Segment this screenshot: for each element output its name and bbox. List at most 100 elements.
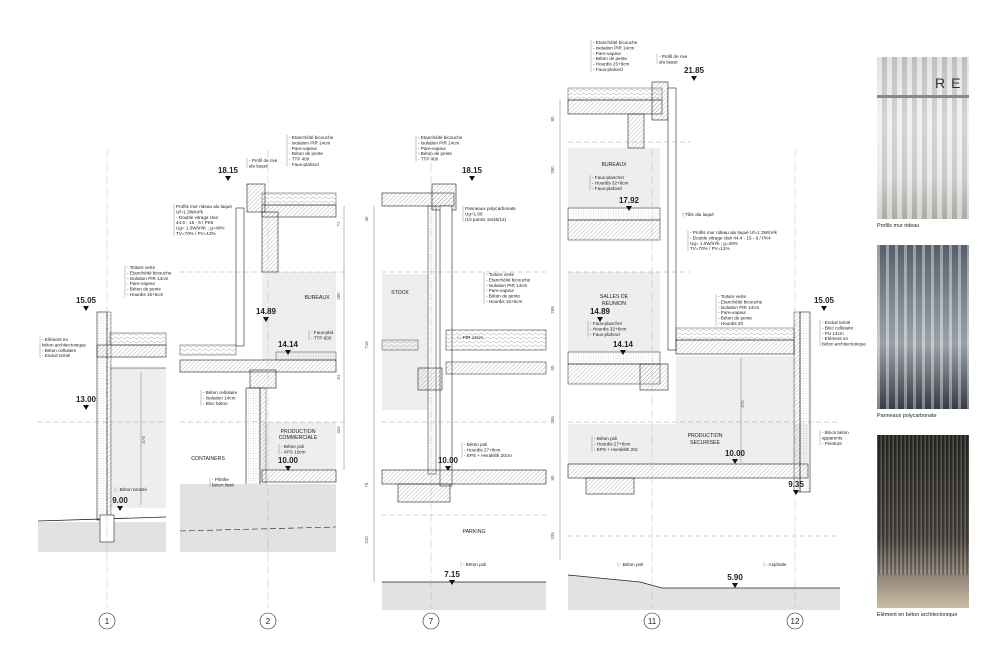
dimension-d80b: 80: [550, 475, 555, 480]
s2-column-lower: [245, 387, 261, 494]
s2-mid-floor-top: [275, 351, 337, 361]
axis-label: 1: [105, 617, 110, 626]
annotation-line: - Etanchéité bicouche: [718, 299, 763, 304]
annotation-a-s11-fp: - Faux-plancher- Hourdis 32+8cm- Faux-pl…: [592, 175, 629, 191]
axis-circle-icon: [422, 612, 440, 630]
curtain-wall-stripes: [877, 57, 969, 219]
room-label-bureaux-11: BUREAUX: [601, 162, 627, 168]
axis-label: 2: [266, 617, 271, 626]
annotation-a-s11-poli: - Béton poli: [620, 562, 643, 567]
s12-room-fill: [676, 356, 794, 424]
annotation-line: - Faux-plancher: [592, 175, 625, 180]
axis-marker-12: 12: [786, 612, 804, 630]
annotation-a-s1-roof: - Toiture verte- Etanchéité bicouche- Is…: [127, 265, 172, 297]
s1-wall-inner: [106, 311, 112, 521]
annotation-a-s7-sol: - Béton poli- Hourdis 27+8cm- EPS + Hera…: [464, 442, 512, 458]
annotation-line: - Faux-plafond: [592, 186, 622, 191]
annotation-line: 44.6 - 15 - 6 / PK6: [176, 220, 214, 225]
annotation-line: - Blocs béton: [822, 430, 849, 435]
annotation-line: - Etanchéité bicouche: [593, 40, 638, 45]
annotation-line: Panneaux polycarbonate: [465, 206, 516, 211]
dimension-d280b: 280: [550, 166, 555, 174]
annotation-line: - Double vitrage clair: [176, 215, 219, 220]
annotation-line: alu laqué: [659, 59, 678, 64]
s11-reunion-fill: [568, 272, 660, 352]
annotation-a-s7-pir: - PIR 14cm: [460, 335, 483, 340]
elevation-triangle-icon: [449, 580, 455, 585]
elevation-e590: 5.90: [727, 573, 743, 588]
elevation-triangle-icon: [732, 583, 738, 588]
annotation-line: - Béton poli: [464, 442, 487, 447]
annotation-line: - Hourdis 32+8cm: [590, 326, 627, 331]
elevation-label: 15.05: [76, 296, 97, 305]
elevation-triangle-icon: [83, 306, 89, 311]
annotation-line: - Plinthe: [212, 477, 229, 482]
annotation-line: - Toiture verte: [486, 272, 514, 277]
annotation-line: - Béton poli: [594, 436, 617, 441]
s11-ramp-line: [567, 574, 840, 589]
elevation-label: 14.89: [256, 307, 277, 316]
elevation-label: 14.89: [590, 307, 611, 316]
annotation-line: - Béton de pente: [593, 56, 627, 61]
elevation-triangle-icon: [117, 506, 123, 511]
s2-parapet: [246, 183, 266, 213]
s2-ground-line: [179, 526, 337, 532]
annotation-a-s7-roof: - Etanchéité bicouche- Isolation PIR 14c…: [418, 135, 463, 162]
s2-bureaux-fill: [262, 272, 336, 360]
annotation-line: - Faux-plaf.: [311, 330, 334, 335]
dimension-d718: 718: [364, 341, 369, 349]
annotation-line: - Isolation 14cm: [203, 395, 236, 400]
elevation-e1000b: 10.00: [438, 456, 459, 471]
s2-beam: [249, 369, 277, 389]
annotation-line: - Faux-plafond: [590, 332, 620, 337]
s2-roof-insulation: [261, 192, 337, 206]
elevation-label: 18.15: [218, 166, 239, 175]
annotation-line: - Hourdis 32+8cm: [592, 180, 629, 185]
annotation-line: - EPS + Heraklith 20c: [594, 447, 639, 452]
annotation-line: - Isolation PIR 14cm: [289, 140, 331, 145]
elevation-e1000c: 10.00: [725, 449, 746, 464]
annotation-line: - Hourdis 20: [718, 321, 743, 326]
annotation-line: Uf=1.3W/m²k: [176, 209, 204, 214]
elevation-triangle-icon: [597, 317, 603, 322]
s11-floor-slab: [567, 463, 809, 479]
annotation-a-s11-fp2: - Faux-plancher- Hourdis 32+8cm- Faux-pl…: [590, 321, 627, 337]
annotation-line: - Peinture: [822, 441, 842, 446]
section-7: [373, 183, 547, 610]
annotation-a-s12-asph: - Asphalte: [766, 562, 787, 567]
annotation-line: béton architectonique: [822, 342, 866, 347]
annotation-line: - Hourdis 25+8cm: [593, 62, 630, 67]
caption-curtain-wall: Profils mur rideau: [877, 223, 920, 229]
annotation-line: - Hourdis 15+5cm: [486, 299, 523, 304]
annotation-line: - Isolation PIR 14cm: [486, 283, 528, 288]
annotation-line: - Faux-plafond: [289, 162, 319, 167]
section-2: [179, 183, 345, 552]
annotation-line: - Etanchéité bicouche: [486, 277, 531, 282]
s11-column: [627, 113, 645, 149]
annotation-line: - Béton poli: [620, 562, 643, 567]
annotation-line: - Asphalte: [766, 562, 787, 567]
s2-column-upper: [261, 211, 279, 273]
elevation-label: 18.15: [462, 166, 483, 175]
annotation-line: - Hourdis 27+8cm: [464, 447, 501, 452]
caption-beton-archi: Elément en béton architectonique: [877, 612, 958, 618]
room-label-stock: STOCK: [391, 290, 409, 296]
elevation-label: 7.15: [444, 570, 460, 579]
annotation-line: - PU 14cm: [822, 331, 844, 336]
s7-inner-wall: [427, 205, 437, 475]
break-lines: [38, 141, 840, 537]
annotation-line: - Elément en: [42, 337, 68, 342]
elevation-e1815a: 18.15: [218, 166, 239, 181]
axis-circle-icon: [786, 612, 804, 630]
annotation-line: - Béton poli: [463, 562, 486, 567]
s11-floor-1: [567, 207, 661, 221]
curtain-wall-sign: RE: [935, 75, 967, 91]
elevation-label: 10.00: [438, 456, 459, 465]
elevation-label: 17.92: [619, 196, 640, 205]
s7-mid-slab-2: [445, 361, 547, 375]
polycarbonate-stripes: [877, 245, 969, 409]
dimension-d280: 280: [336, 292, 341, 300]
annotation-a-s7-poli: - Béton poli: [463, 562, 486, 567]
